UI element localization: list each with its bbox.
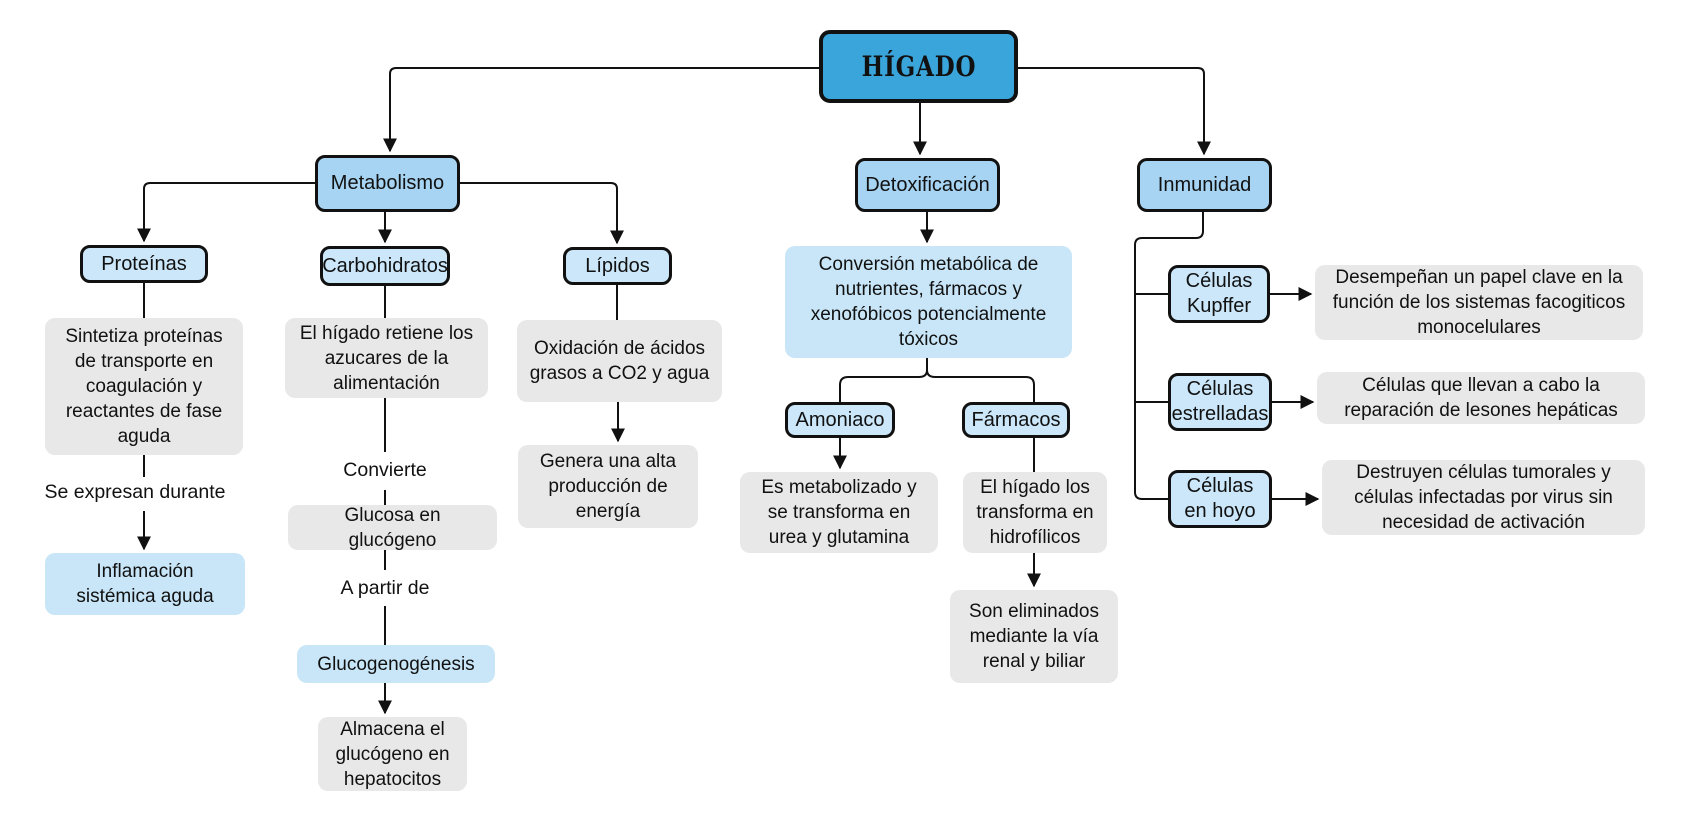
note-carbohidratos-desc: El hígado retiene los azucares de la ali… bbox=[285, 318, 488, 398]
node-carbohidratos: Carbohidratos bbox=[320, 246, 450, 286]
note-farmacos-desc: El hígado los transforma en hidrofílicos bbox=[963, 472, 1107, 553]
edge-label-se-expresan-durante: Se expresan durante bbox=[44, 481, 226, 503]
note-hoyo-desc: Destruyen células tumorales y células in… bbox=[1322, 460, 1645, 535]
connector-metabolismo-proteinas bbox=[137, 182, 315, 243]
node-celulas-kupffer: Células Kupffer bbox=[1168, 265, 1270, 323]
node-celulas-estrelladas: Células estrelladas bbox=[1168, 373, 1272, 431]
node-glucogenogenesis: Glucogenogénesis bbox=[297, 645, 495, 683]
connector-conversion-farmacos bbox=[926, 358, 1035, 402]
connector-higado-metabolismo bbox=[383, 67, 819, 153]
node-inflamacion-sistemica: Inflamación sistémica aguda bbox=[45, 553, 245, 615]
node-conversion-metabolica: Conversión metabólica de nutrientes, fár… bbox=[785, 246, 1072, 358]
node-detoxificacion: Detoxificación bbox=[855, 158, 1000, 212]
node-higado-label: HÍGADO bbox=[861, 50, 976, 83]
edge-label-convierte: Convierte bbox=[343, 459, 427, 481]
note-amoniaco-desc: Es metabolizado y se transforma en urea … bbox=[740, 472, 938, 553]
node-inmunidad: Inmunidad bbox=[1137, 158, 1272, 212]
note-eliminados-renal-biliar: Son eliminados mediante la vía renal y b… bbox=[950, 590, 1118, 683]
node-amoniaco: Amoniaco bbox=[785, 402, 895, 438]
connector-metabolismo-lipidos bbox=[460, 182, 624, 245]
node-lipidos: Lípidos bbox=[563, 247, 672, 285]
node-celulas-en-hoyo: Células en hoyo bbox=[1168, 470, 1272, 528]
note-almacena-glucogeno: Almacena el glucógeno en hepatocitos bbox=[318, 717, 467, 791]
note-lipidos-desc: Oxidación de ácidos grasos a CO2 y agua bbox=[517, 320, 722, 402]
node-proteinas: Proteínas bbox=[80, 245, 208, 283]
note-genera-energia: Genera una alta producción de energía bbox=[518, 445, 698, 528]
note-kupffer-desc: Desempeñan un papel clave en la función … bbox=[1315, 265, 1643, 340]
note-proteinas-desc: Sintetiza proteínas de transporte en coa… bbox=[45, 318, 243, 455]
node-farmacos: Fármacos bbox=[962, 402, 1070, 438]
connector-higado-inmunidad bbox=[1018, 67, 1211, 156]
note-glucosa-glucogeno: Glucosa en glucógeno bbox=[288, 505, 497, 551]
note-estrelladas-desc: Células que llevan a cabo la reparación … bbox=[1317, 372, 1645, 424]
node-higado: HÍGADO bbox=[819, 30, 1018, 103]
connector-conversion-amoniaco bbox=[839, 358, 928, 402]
edge-label-a-partir-de: A partir de bbox=[340, 577, 430, 599]
node-metabolismo: Metabolismo bbox=[315, 155, 460, 212]
connector-inmunidad-trunk bbox=[1134, 212, 1204, 500]
